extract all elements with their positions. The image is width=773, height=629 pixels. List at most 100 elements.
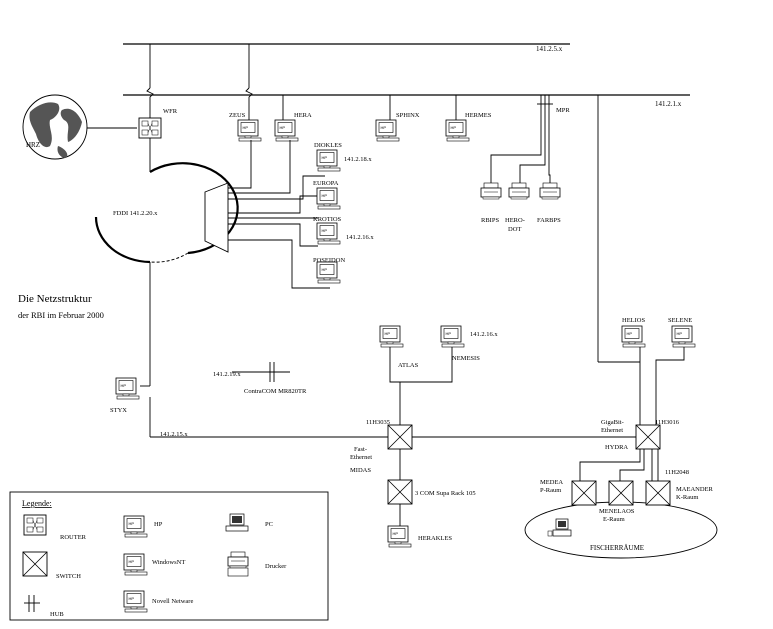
label-3com: 3 COM Supa Rack 105 — [415, 490, 476, 497]
workstation-icon — [387, 525, 412, 548]
workstation-icon — [445, 119, 470, 142]
label-midas: MIDAS — [350, 467, 371, 474]
router-icon — [138, 117, 162, 139]
workstation-icon — [316, 187, 341, 210]
label-gigabit-2: Ethernet — [601, 427, 623, 434]
legend-box — [9, 491, 329, 621]
diagram-subtitle: der RBI im Februar 2000 — [18, 310, 104, 320]
workstation-icon — [115, 377, 140, 400]
label-diokles: DIOKLES — [314, 142, 342, 149]
label-port-2048: 11H2048 — [665, 469, 689, 476]
printer-icon — [480, 182, 502, 200]
workstation-icon — [237, 119, 262, 142]
link-fddi-diokles — [228, 175, 325, 200]
link-fddi-poseidon — [228, 239, 330, 289]
link-fddi-krotios — [228, 223, 318, 247]
link-mpr-farbps — [548, 115, 551, 183]
legend-switch: SWITCH — [56, 573, 81, 580]
hub-icon — [24, 595, 40, 612]
workstation-icon — [123, 590, 148, 613]
label-medea-1: MEDEA — [540, 479, 563, 486]
label-wfr: WFR — [163, 108, 178, 115]
legend-windows-nt: WindowsNT — [152, 559, 185, 566]
link-selene-hydra — [655, 347, 685, 425]
label-herodot-2: DOT — [508, 226, 521, 233]
net-label-141-2-5: 141.2.5.x — [536, 45, 563, 53]
label-farbps: FARBPS — [537, 217, 561, 224]
net-label-141-2-15: 141.2.15.x — [160, 431, 188, 438]
workstation-icon — [621, 325, 646, 348]
printer-icon — [539, 182, 561, 200]
label-nemesis: NEMESIS — [452, 355, 480, 362]
pc-icon — [547, 518, 572, 537]
label-selene: SELENE — [668, 317, 692, 324]
label-gigabit-1: GigaBit- — [601, 419, 624, 426]
link-atlas-nemesis — [389, 347, 453, 383]
switch-icon — [608, 480, 634, 506]
label-maeander-2: K-Raum — [676, 494, 698, 501]
label-atlas: ATLAS — [398, 362, 419, 369]
net-label-atlas: 141.2.16.x — [470, 331, 498, 338]
legend-drucker: Drucker — [265, 563, 287, 570]
workstation-icon — [123, 515, 148, 538]
label-poseidon: POSEIDON — [313, 257, 345, 264]
label-europa: EUROPA — [313, 180, 339, 187]
workstation-icon — [123, 553, 148, 576]
label-medea-2: P-Raum — [540, 487, 561, 494]
label-hydra-port: 11H3016 — [655, 419, 680, 426]
link-hydra-menelaos — [619, 449, 645, 481]
label-hermes: HERMES — [465, 112, 492, 119]
workstation-icon — [316, 222, 341, 245]
label-rbips: RBIPS — [481, 217, 499, 224]
switch-icon — [22, 551, 48, 577]
legend-novell: Novell Netware — [152, 598, 193, 605]
link-fddi-hera — [228, 140, 291, 194]
label-menelaos-1: MENELAOS — [599, 508, 635, 515]
label-maeander-1: MAEANDER — [676, 486, 713, 493]
label-hrz: HRZ — [26, 141, 40, 149]
label-herakles: HERAKLES — [418, 535, 452, 542]
label-zeus: ZEUS — [229, 112, 246, 119]
workstation-icon — [671, 325, 696, 348]
router-icon — [23, 514, 47, 536]
printer-tray — [227, 567, 249, 577]
link-mpr-rbips — [490, 115, 542, 183]
workstation-icon — [316, 261, 341, 284]
legend-hub: HUB — [50, 611, 64, 618]
label-contracom: ContraCOM MR820TR — [244, 388, 307, 395]
switch-icon — [645, 480, 671, 506]
label-midas-port: 11H3035 — [366, 419, 390, 426]
printer-icon — [508, 182, 530, 200]
workstation-icon — [379, 325, 404, 348]
label-fddi: FDDI 141.2.20.x — [113, 210, 158, 217]
label-hera: HERA — [294, 112, 312, 119]
legend-pc: PC — [265, 521, 273, 528]
workstation-icon — [440, 325, 465, 348]
label-menelaos-2: E-Raum — [603, 516, 625, 523]
net-label-141-2-1: 141.2.1.x — [655, 100, 682, 108]
link-fddi-europa — [228, 195, 318, 214]
net-label-krotios: 141.2.16.x — [346, 234, 374, 241]
label-herodot-1: HERO- — [505, 217, 525, 224]
label-helios: HELIOS — [622, 317, 645, 324]
label-hydra: HYDRA — [605, 444, 628, 451]
hub-icon — [537, 95, 553, 115]
label-fischerraeume: FISCHERRÄUME — [590, 544, 644, 552]
legend-router: ROUTER — [60, 534, 87, 541]
net-label-diokles: 141.2.18.x — [344, 156, 372, 163]
label-styx: STYX — [110, 407, 127, 414]
net-label-contra: 141.2.19.x — [213, 371, 241, 378]
link-hydra-medea — [579, 449, 641, 481]
link-fddi-zeus — [228, 140, 252, 189]
label-krotios: KROTIOS — [313, 216, 342, 223]
link-mpr-herodot — [519, 115, 546, 183]
switch-icon — [635, 424, 661, 450]
link-zeus-main — [245, 87, 253, 120]
switch-icon — [387, 424, 413, 450]
workstation-icon — [316, 149, 341, 172]
fddi-ring — [94, 162, 239, 264]
link-wfr-main — [146, 87, 154, 118]
diagram-title: Die Netzstruktur — [18, 293, 92, 305]
label-fast-ethernet-2: Ethernet — [350, 454, 372, 461]
